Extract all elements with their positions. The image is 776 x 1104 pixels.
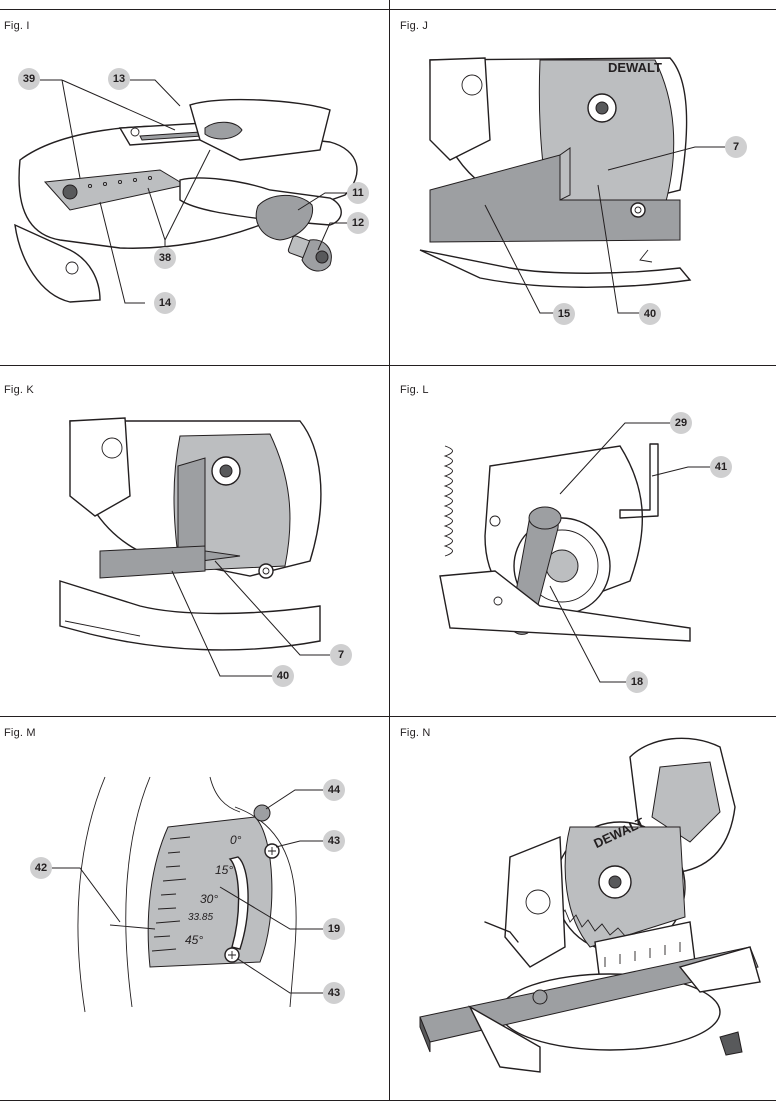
callout-41: 41: [710, 456, 732, 478]
callout-43: 43: [323, 982, 345, 1004]
figure-label: Fig. J: [400, 20, 429, 32]
callout-13: 13: [108, 68, 130, 90]
figure-n-drawing: DEWALT: [419, 737, 761, 1073]
callout-7: 7: [330, 644, 352, 666]
figure-label: Fig. N: [400, 727, 431, 739]
callout-7: 7: [725, 136, 747, 158]
callout-12: 12: [347, 212, 369, 234]
callout-39: 39: [18, 68, 40, 90]
scale-mark-0: 0°: [230, 833, 242, 847]
scale-mark-30: 30°: [200, 892, 218, 906]
callout-42: 42: [30, 857, 52, 879]
scale-mark-33-85: 33.85: [188, 912, 213, 923]
grid-divider-center: [389, 0, 390, 1100]
figure-k: Fig. K 7 40: [0, 366, 389, 716]
callout-19: 19: [323, 918, 345, 940]
grid-divider-top: [0, 9, 776, 10]
figure-m: Fig. M 0° 15° 30° 33.85 45°: [0, 717, 389, 1100]
scale-mark-15: 15°: [215, 863, 233, 877]
scale-ticks: [151, 836, 191, 952]
figure-label: Fig. M: [4, 727, 36, 739]
callout-44: 44: [323, 779, 345, 801]
scale-mark-45: 45°: [185, 933, 203, 947]
callout-40: 40: [272, 665, 294, 687]
callout-38: 38: [154, 247, 176, 269]
callout-11: 11: [347, 182, 369, 204]
figure-k-drawing: [59, 417, 330, 677]
callout-18: 18: [626, 671, 648, 693]
callout-14: 14: [154, 292, 176, 314]
callout-29: 29: [670, 412, 692, 434]
figure-label: Fig. L: [400, 384, 429, 396]
callout-15: 15: [553, 303, 575, 325]
figure-label: Fig. I: [4, 20, 30, 32]
grid-divider-row1: [0, 365, 776, 366]
figure-l: Fig. L 29 41 18: [390, 366, 776, 716]
figure-l-drawing: [439, 422, 710, 683]
figure-i-drawing: [14, 79, 358, 304]
callout-43: 43: [323, 830, 345, 852]
figure-j-drawing: DEWALT: [419, 57, 725, 314]
figure-label: Fig. K: [4, 384, 34, 396]
grid-divider-bottom: [0, 1100, 776, 1101]
figure-j: Fig. J DEWALT 7 15 40: [390, 10, 776, 365]
callout-40: 40: [639, 303, 661, 325]
brand-text: DEWALT: [608, 60, 662, 75]
figure-n: Fig. N DEWALT: [390, 717, 776, 1100]
grid-divider-row2: [0, 716, 776, 717]
figure-m-drawing: 0° 15° 30° 33.85 45°: [52, 776, 323, 1013]
figure-i: Fig. I: [0, 10, 389, 365]
